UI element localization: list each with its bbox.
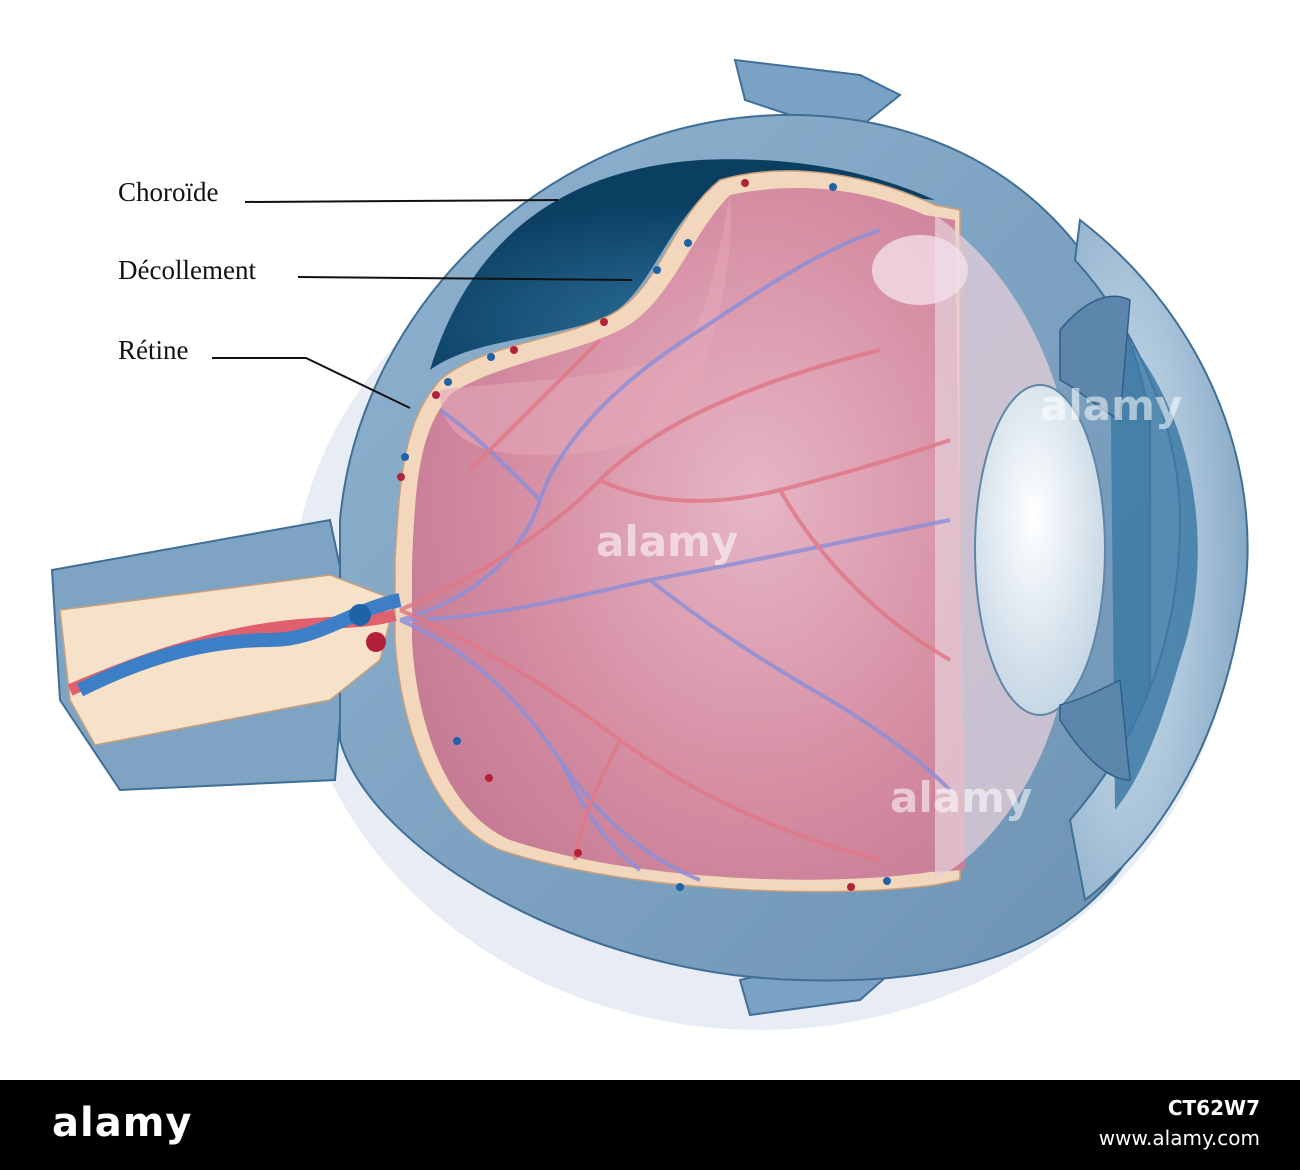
macula-highlight <box>872 235 968 305</box>
vessel-opening-vein <box>349 604 371 626</box>
choroid-dark-space <box>430 159 935 370</box>
iris-upper <box>1059 295 1131 422</box>
lens <box>974 384 1106 716</box>
watermark-lower-right: alamy <box>890 773 1032 822</box>
leader-line-retine <box>212 357 411 409</box>
watermark-right: alamy <box>1040 381 1182 430</box>
footer-url: www.alamy.com <box>1098 1126 1260 1150</box>
footer-logo: alamy <box>52 1100 193 1146</box>
optic-nerve <box>59 574 396 746</box>
anterior-chamber <box>1110 330 1198 810</box>
footer-bar: alamy CT62W7 www.alamy.com <box>0 1080 1300 1170</box>
footer-id-block: CT62W7 www.alamy.com <box>1099 1096 1260 1150</box>
superior-muscle <box>733 58 902 137</box>
leader-line-decollement <box>297 276 633 281</box>
eye-cross-section: alamy alamy alamy <box>50 58 1249 1030</box>
vitreous-body <box>412 187 965 880</box>
leader-line-choroide <box>244 199 559 203</box>
detached-retina-fold <box>440 195 731 456</box>
watermarks: alamy alamy alamy <box>596 381 1182 822</box>
vessel-dots <box>397 179 891 891</box>
image-code: CT62W7 <box>1167 1096 1260 1120</box>
vessel-opening-artery <box>366 632 386 652</box>
iris-lower <box>1059 678 1131 781</box>
leader-lines <box>212 199 633 409</box>
watermark-center: alamy <box>596 517 738 566</box>
label-retine: Rétine <box>118 335 189 365</box>
vessel-network <box>399 228 952 882</box>
eye-diagram: alamy alamy alamy Choroïde Décollement R… <box>50 58 1249 1030</box>
label-decollement: Décollement <box>118 255 256 285</box>
label-choroide: Choroïde <box>118 177 219 207</box>
